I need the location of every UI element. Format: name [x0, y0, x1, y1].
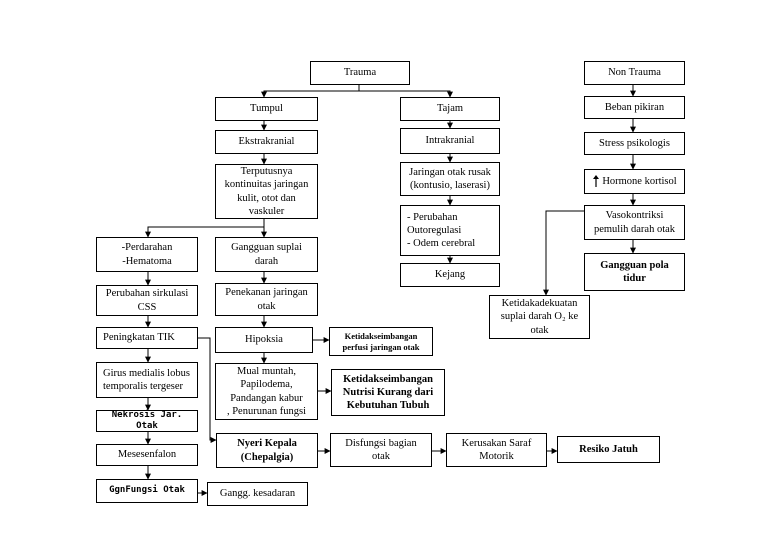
node-stress: Stress psikologis: [584, 132, 685, 155]
edge-trauma-tajam: [359, 90, 453, 98]
node-mual-muntah: Mual muntah, Papilodema, Pandangan kabur…: [215, 363, 318, 420]
node-mesesenfalon: Mesesenfalon: [96, 444, 198, 466]
node-jaringan-otak: Jaringan otak rusak (kontusio, laserasi): [400, 162, 500, 196]
node-gangguan-suplai: Gangguan suplai darah: [215, 237, 318, 272]
node-intrakranial: Intrakranial: [400, 128, 500, 154]
node-vasokontriksi: Vasokontriksi pemulih darah otak: [584, 205, 685, 240]
node-non-trauma: Non Trauma: [584, 61, 685, 85]
node-tumpul: Tumpul: [215, 97, 318, 121]
node-gangfungsi-otak: GgnFungsi Otak: [96, 479, 198, 503]
node-ketidakseimbangan-perfusi: Ketidakseimbangan perfusi jaringan otak: [329, 327, 433, 356]
up-arrow-icon: [593, 175, 600, 187]
node-hipoksia: Hipoksia: [215, 327, 313, 353]
node-girus: Girus medialis lobus temporalis tergeser: [96, 362, 198, 398]
node-tajam: Tajam: [400, 97, 500, 121]
edge-vaso-ketidak: [543, 210, 584, 296]
node-ketidakseimbangan-nutrisi: Ketidakseimbangan Nutrisi Kurang dari Ke…: [331, 369, 445, 416]
node-ketidakadekuatan: Ketidakadekuatan suplai darah O₂ ke otak: [489, 295, 590, 339]
node-hormone-kortisol: Hormone kortisol: [584, 169, 685, 194]
edge-trauma-split: [261, 85, 360, 98]
node-peningkatan-tik: Peningkatan TIK: [96, 327, 198, 349]
node-penekanan: Penekanan jaringan otak: [215, 283, 318, 316]
node-ekstrakranial: Ekstrakranial: [215, 130, 318, 154]
node-resiko-jatuh: Resiko Jatuh: [557, 436, 660, 463]
node-gangg-kesadaran: Gangg. kesadaran: [207, 482, 308, 506]
node-kerusakan-saraf: Kerusakan Saraf Motorik: [446, 433, 547, 467]
node-kejang: Kejang: [400, 263, 500, 287]
node-perubahan-css: Perubahan sirkulasi CSS: [96, 285, 198, 316]
node-gangguan-pola-tidur: Gangguan pola tidur: [584, 253, 685, 291]
node-nekrosis: Nekrosis Jar. Otak: [96, 410, 198, 432]
node-terputusnya: Terputusnya kontinuitas jaringan kulit, …: [215, 164, 318, 219]
node-perdarahan: -Perdarahan -Hematoma: [96, 237, 198, 272]
node-beban-pikiran: Beban pikiran: [584, 96, 685, 119]
edge-terputus-split: [145, 219, 265, 238]
node-perubahan-outoregulasi: - Perubahan Outoregulasi - Odem cerebral: [400, 205, 500, 256]
edge-tik-nyeri: [198, 337, 217, 443]
node-disfungsi: Disfungsi bagian otak: [330, 433, 432, 467]
node-trauma: Trauma: [310, 61, 410, 85]
node-nyeri-kepala: Nyeri Kepala (Chepalgia): [216, 433, 318, 468]
